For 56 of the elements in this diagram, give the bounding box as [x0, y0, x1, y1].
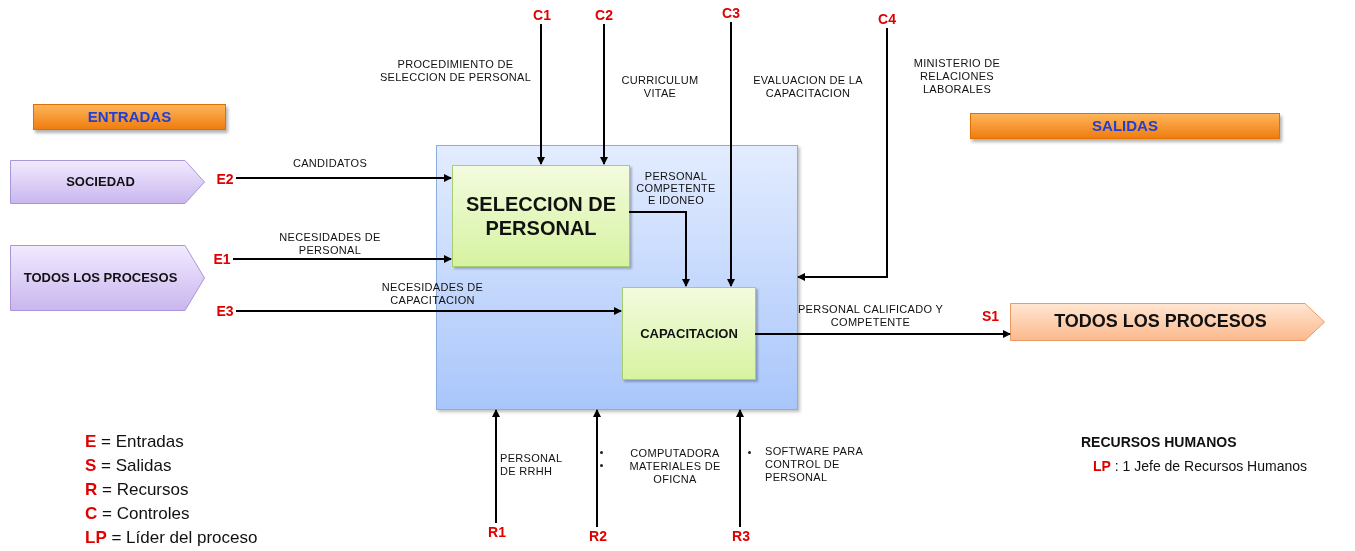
port-code: E1: [211, 250, 233, 267]
arrow: [754, 330, 1011, 338]
port-code: E3: [214, 302, 236, 319]
header-bar: [970, 113, 1280, 139]
arrow: [628, 211, 690, 287]
key-entry: C = Controles: [85, 504, 190, 524]
edge-label: COMPUTADORA MATERIALES DE OFICNA: [628, 447, 722, 487]
edge-label: PROCEDIMIENTO DE SELECCION DE PERSONAL: [378, 58, 533, 85]
arrow: [232, 255, 452, 263]
pentagon-arrow-box: [10, 245, 205, 311]
header-bar: [33, 104, 226, 130]
edge-label: NECESIDADES DE PERSONAL: [278, 231, 382, 258]
node-label: TODOS LOS PROCESOS: [22, 270, 179, 286]
port-code: C1: [531, 6, 553, 24]
node-label: SOCIEDAD: [65, 174, 136, 190]
arrow: [235, 307, 622, 315]
port-code: C3: [720, 4, 742, 22]
port-code: E2: [214, 170, 236, 187]
edge-label: SOFTWARE PARA CONTROL DE PERSONAL: [765, 445, 864, 485]
arrow: [600, 23, 608, 165]
key-entry: E = Entradas: [85, 432, 184, 452]
port-code: R3: [730, 527, 752, 545]
port-code: S1: [982, 308, 1000, 324]
arrow: [235, 174, 452, 182]
arrow: [537, 23, 545, 165]
node-label: SELECCION DE PERSONAL: [465, 192, 617, 240]
pentagon-arrow-box: [1010, 303, 1325, 341]
arrow: [492, 409, 500, 524]
process-box: [622, 287, 756, 380]
node-label: SALIDAS: [1091, 117, 1159, 135]
node-label: ENTRADAS: [86, 108, 173, 126]
arrow: [797, 27, 888, 281]
edge-label: PERSONAL COMPETENTE E IDONEO: [635, 170, 717, 207]
key-entry: LP = Líder del proceso: [85, 528, 258, 548]
port-code: R1: [486, 523, 508, 541]
key-entry: R = Recursos: [85, 480, 189, 500]
node-label: CAPACITACION: [639, 325, 739, 342]
edge-label: NECESIDADES DE CAPACITACION: [380, 281, 485, 308]
arrow: [736, 409, 744, 528]
node-label: TODOS LOS PROCESOS: [1053, 311, 1268, 333]
arrow: [727, 21, 735, 287]
key-entry: S = Salidas: [85, 456, 172, 476]
port-code: R2: [587, 527, 609, 545]
edge-label: PERSONAL CALIFICADO Y COMPETENTE: [796, 303, 945, 330]
edge-label: MINISTERIO DE RELACIONES LABORALES: [912, 57, 1002, 97]
edge-label: CANDIDATOS: [291, 157, 369, 171]
pentagon-arrow-box: [10, 160, 205, 204]
port-code: C2: [593, 6, 615, 24]
port-code: C4: [876, 10, 898, 28]
note-text: LP : 1 Jefe de Recursos Humanos: [1093, 458, 1307, 474]
edge-label: PERSONAL DE RRHH: [500, 452, 563, 479]
edge-label: EVALUACION DE LA CAPACITACION: [752, 74, 864, 101]
section-heading: RECURSOS HUMANOS: [1081, 434, 1237, 450]
process-box: [452, 165, 630, 267]
arrow: [593, 409, 601, 528]
edge-label: CURRICULUM VITAE: [620, 74, 700, 101]
